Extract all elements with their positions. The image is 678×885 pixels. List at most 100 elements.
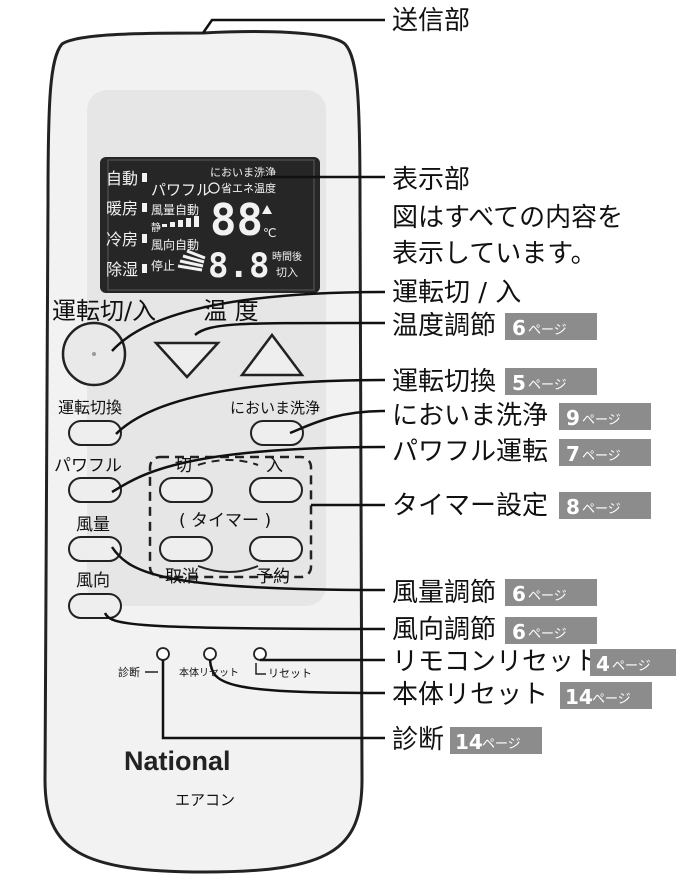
diagnose-label: 診断 (118, 665, 140, 679)
lcd-indicator (142, 234, 147, 243)
svg-text:ページ: ページ (592, 692, 631, 707)
leader-lines (103, 18, 386, 740)
lcd-quiet: 静 (151, 221, 161, 234)
lcd-eco: 省エネ温度 (221, 181, 276, 195)
power-dot (92, 352, 96, 356)
svg-text:7: 7 (566, 442, 580, 466)
timer-reserve-label: 予約 (256, 567, 290, 587)
reset-bracket (255, 663, 266, 675)
lcd-stop: 停止 (151, 258, 175, 273)
fan-bar (194, 216, 199, 227)
lcd-display (100, 157, 320, 293)
timer-arc-top (197, 459, 259, 466)
temp-down-button[interactable] (153, 341, 221, 379)
odor-wash-button[interactable] (250, 420, 304, 446)
page-badge (559, 439, 651, 466)
page-badge (559, 492, 651, 519)
louver-icon (177, 249, 206, 272)
svg-text:8: 8 (566, 495, 580, 519)
callout-remote-reset: リモコンリセット 4 ページ (392, 647, 676, 677)
lcd-temp-digits: 88 (210, 195, 263, 246)
svg-text:6: 6 (512, 620, 526, 644)
svg-text:5: 5 (512, 371, 526, 395)
timer-on-button[interactable] (249, 477, 303, 503)
timer-arc-bottom (197, 565, 259, 573)
svg-text:本体リセット: 本体リセット (392, 680, 548, 710)
svg-text:ページ: ページ (528, 378, 567, 393)
page-badge (505, 617, 597, 644)
callout-mode: 運転切換 5 ページ (392, 367, 597, 397)
product-name: エアコン (175, 791, 235, 809)
svg-text:ページ: ページ (528, 323, 567, 338)
page-badge (505, 579, 597, 606)
lcd-direction-auto: 風向自動 (151, 237, 199, 252)
callout-direction: 風向調節 6 ページ (392, 615, 597, 645)
page-badge (505, 313, 597, 340)
page-badge (559, 403, 651, 430)
diagnose-hole[interactable] (156, 647, 170, 661)
svg-text:14: 14 (565, 685, 593, 709)
svg-text:風量調節: 風量調節 (392, 578, 496, 608)
lcd-indicator (142, 264, 147, 273)
up-arrow-icon (262, 205, 272, 214)
lcd-timer-on-off: 切入 (276, 266, 298, 279)
callout-transmitter: 送信部 (392, 6, 470, 36)
direction-button[interactable] (68, 593, 122, 619)
mode-label: 運転切換 (58, 398, 122, 417)
timer-on-label: 入 (266, 456, 283, 476)
svg-text:ページ: ページ (612, 659, 651, 674)
svg-text:ページ: ページ (528, 589, 567, 604)
leader-odor (289, 409, 386, 435)
leader-mode (115, 378, 386, 435)
fan-bar (186, 218, 191, 227)
timer-off-button[interactable] (159, 477, 213, 503)
lcd-indicator (142, 173, 147, 182)
page-badge (505, 368, 597, 395)
fan-label: 風量 (76, 515, 110, 535)
body-reset-hole[interactable] (203, 647, 217, 661)
svg-text:表示部: 表示部 (392, 165, 470, 195)
svg-text:送信部: 送信部 (392, 6, 470, 36)
leader-powerful (111, 445, 386, 494)
lcd-inner-frame (107, 159, 315, 291)
brand-logo: National (124, 746, 231, 776)
timer-reserve-button[interactable] (249, 536, 303, 562)
svg-text:図はすべての内容を: 図はすべての内容を (392, 203, 623, 233)
mode-button[interactable] (68, 420, 122, 446)
callout-odor: においま洗浄 9 ページ (392, 401, 651, 431)
svg-text:ページ: ページ (582, 502, 621, 517)
powerful-button[interactable] (68, 477, 122, 503)
fan-button[interactable] (68, 536, 122, 562)
page-badge (590, 649, 676, 676)
svg-text:ページ: ページ (482, 737, 521, 752)
svg-text:6: 6 (512, 582, 526, 606)
svg-text:14: 14 (455, 730, 483, 754)
svg-text:6: 6 (512, 316, 526, 340)
svg-text:9: 9 (566, 406, 580, 430)
svg-text:ページ: ページ (582, 449, 621, 464)
body-reset-label: 本体リセット (179, 666, 239, 679)
temp-up-button[interactable] (239, 332, 305, 377)
svg-text:診断: 診断 (392, 725, 444, 755)
timer-cancel-button[interactable] (159, 536, 213, 562)
leader-transmitter (201, 18, 385, 34)
svg-text:ページ: ページ (528, 627, 567, 642)
lcd-timer-digits: 8.8 (208, 246, 269, 286)
fan-bar (178, 220, 183, 227)
svg-text:風向調節: 風向調節 (392, 615, 496, 645)
powerful-label: パワフル (54, 456, 122, 476)
lcd-indicator (142, 203, 147, 212)
lcd-mode-auto: 自動 (106, 169, 138, 188)
leader-diagnose (161, 660, 385, 740)
callout-timer: タイマー設定 8 ページ (392, 491, 651, 521)
lcd-mode-dry: 除湿 (106, 260, 138, 279)
lcd-temp-unit: ℃ (263, 226, 276, 240)
lcd-mode-heat: 暖房 (106, 199, 138, 218)
eco-icon (208, 182, 220, 194)
svg-text:温度調節: 温度調節 (392, 311, 496, 341)
leader-direction (103, 612, 386, 631)
fan-bar (162, 224, 167, 227)
reset-label: リセット (268, 667, 312, 680)
remote-reset-hole[interactable] (253, 647, 267, 661)
